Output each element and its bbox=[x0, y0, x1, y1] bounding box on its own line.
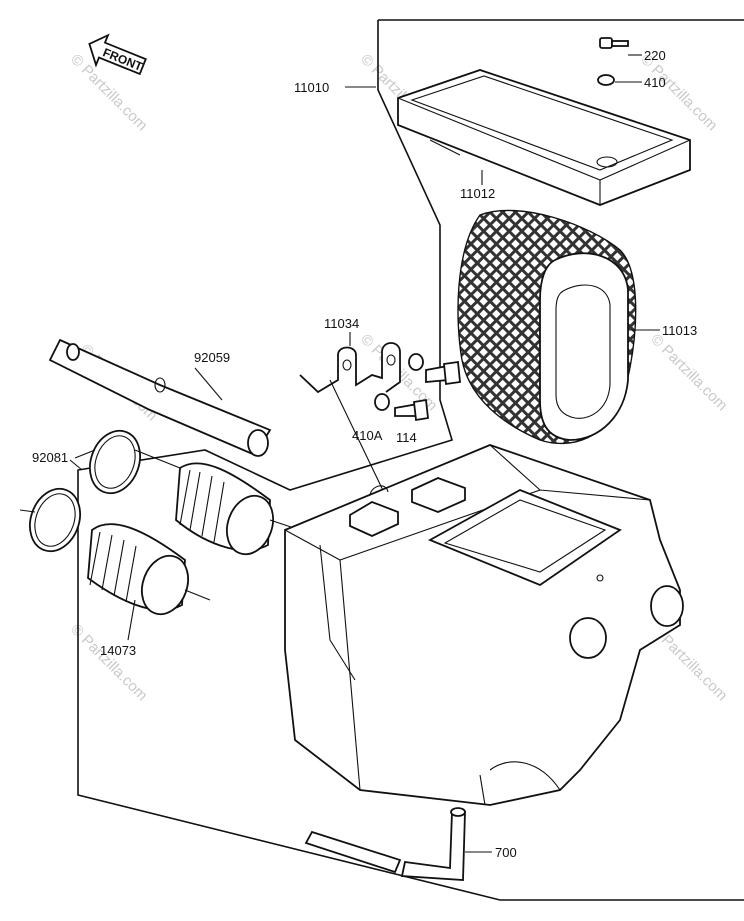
clamp-92081-upper bbox=[89, 429, 141, 495]
label-11010: 11010 bbox=[294, 80, 329, 95]
bracket-11034 bbox=[299, 342, 401, 394]
label-11013: 11013 bbox=[662, 323, 697, 338]
label-92081: 92081 bbox=[32, 450, 68, 465]
label-114: 114 bbox=[396, 430, 417, 445]
label-92059: 92059 bbox=[194, 350, 230, 365]
air-filter-element bbox=[457, 209, 637, 445]
intake-duct-upper bbox=[175, 462, 274, 556]
air-cleaner-cover bbox=[397, 69, 691, 206]
intake-duct-lower bbox=[87, 523, 189, 616]
bolt-icon bbox=[425, 360, 461, 386]
watermark-3: © Partzilla.com bbox=[637, 51, 720, 134]
label-14073: 14073 bbox=[100, 643, 136, 658]
watermark-6: © Partzilla.com bbox=[647, 331, 730, 414]
label-220: 220 bbox=[644, 48, 666, 63]
air-cleaner-housing bbox=[284, 444, 684, 806]
part-labels: 11010 220 410 11012 11013 11034 92059 41… bbox=[32, 48, 697, 860]
label-700: 700 bbox=[495, 845, 517, 860]
bolt-114-icon bbox=[394, 398, 429, 422]
watermark-7: © Partzilla.com bbox=[67, 621, 150, 704]
assembly-boundary bbox=[77, 19, 744, 901]
washer-410-icon bbox=[597, 74, 615, 86]
drain-hose-700 bbox=[304, 807, 466, 881]
bolt-220-icon bbox=[599, 37, 629, 49]
label-11034: 11034 bbox=[324, 316, 359, 331]
hose-92059 bbox=[48, 338, 272, 457]
label-11012: 11012 bbox=[460, 186, 495, 201]
label-410: 410 bbox=[644, 75, 666, 90]
label-410a: 410A bbox=[352, 428, 383, 443]
washer-410a-icon bbox=[374, 393, 390, 411]
washer-icon bbox=[408, 353, 424, 371]
